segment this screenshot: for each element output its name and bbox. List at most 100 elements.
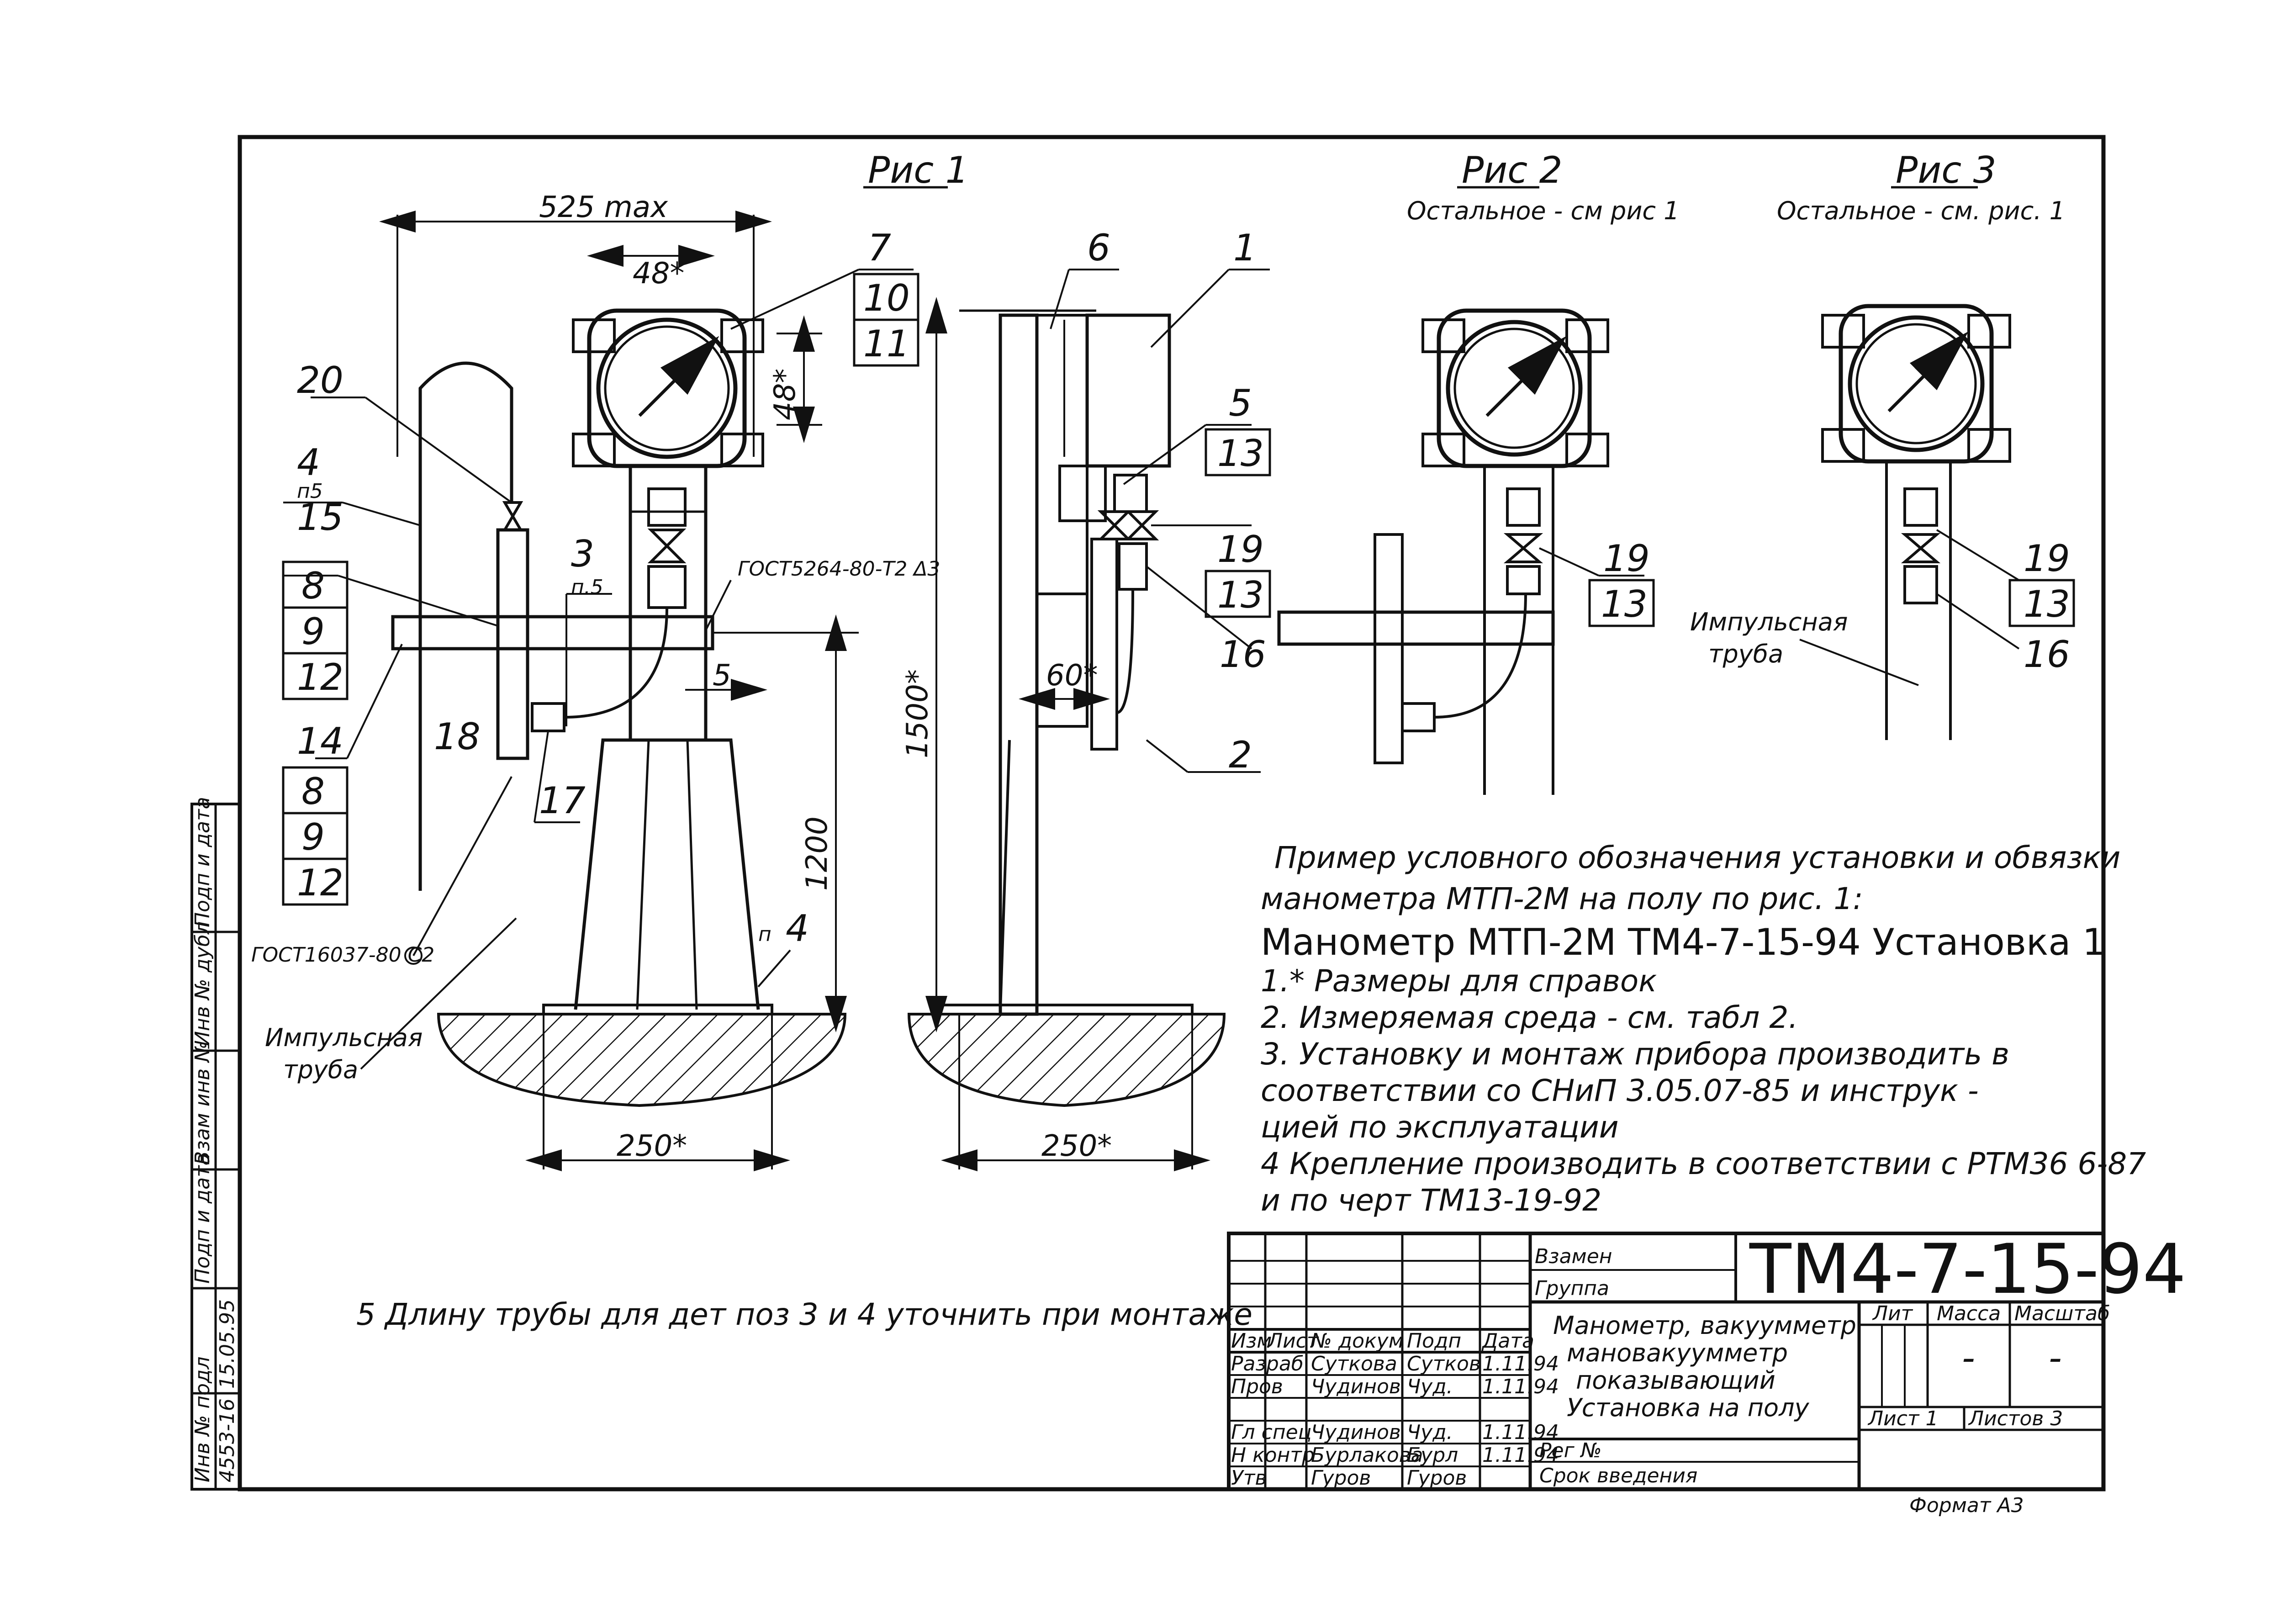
tb-name-l4: Установка на полу bbox=[1567, 1393, 1810, 1422]
note-designation: Манометр МТП-2М ТМ4-7-15-94 Установка 1 bbox=[1261, 921, 2106, 963]
fig1-impulse-label-l2: труба bbox=[283, 1055, 358, 1084]
side-stamp-inv-podl: Инв № подл bbox=[191, 1356, 214, 1482]
fig2-pos-13: 13 bbox=[1601, 583, 1648, 625]
fig1-pos-17: 17 bbox=[539, 779, 586, 822]
note-example-line1: Пример условного обозначения установки и… bbox=[1274, 840, 2120, 875]
side-pos-6: 6 bbox=[1087, 227, 1110, 269]
fig3-pos-19: 19 bbox=[2024, 537, 2070, 580]
fig1-pos-20: 20 bbox=[297, 359, 343, 402]
side-dim-60: 60* bbox=[1046, 659, 1098, 693]
tb-row-name: Чудинов bbox=[1311, 1421, 1401, 1444]
note-3-l3: цией по эксплуатации bbox=[1261, 1110, 1619, 1145]
tb-head-podp: Подп bbox=[1407, 1329, 1461, 1353]
fig1-dim-250: 250* bbox=[617, 1129, 687, 1163]
tb-list-label: Лист 1 bbox=[1867, 1407, 1938, 1430]
fig1-pos-15: 15 bbox=[297, 496, 343, 539]
tb-masshtab-val: - bbox=[2049, 1337, 2062, 1379]
side-dim-250: 250* bbox=[1041, 1129, 1112, 1163]
tb-vzamen: Взамен bbox=[1535, 1245, 1612, 1268]
fig3-impulse-l2: труба bbox=[1708, 640, 1783, 668]
tb-row-date: 1.11.94 bbox=[1482, 1444, 1559, 1467]
tb-head-data: Дата bbox=[1481, 1329, 1534, 1353]
fig1-pos-18: 18 bbox=[434, 715, 481, 758]
tb-massa-val: - bbox=[1962, 1337, 1975, 1379]
side-stamp-inv-val: 4553-16 bbox=[216, 1398, 239, 1482]
tb-name-l2: мановакуумметр bbox=[1567, 1338, 1788, 1367]
tb-row-role: Утв bbox=[1231, 1466, 1267, 1490]
note-4-l1: 4 Крепление производить в соответствии с… bbox=[1261, 1146, 2146, 1181]
note-2: 2. Измеряемая среда - см. табл 2. bbox=[1261, 1000, 1798, 1035]
side-stamp-podp-data: Подп и дата bbox=[191, 1153, 214, 1284]
figure-3: Рис 3 Остальное - см. рис. 1 bbox=[1777, 149, 2075, 740]
fig3-pos-16: 16 bbox=[2024, 633, 2070, 676]
fig1-gost-thread: ГОСТ16037-80 С2 bbox=[251, 943, 434, 967]
fig3-title: Рис 3 bbox=[1896, 149, 1997, 191]
fig1-positions: 20 4 п5 15 8 9 12 14 8 9 12 18 17 3 п.5 … bbox=[297, 227, 910, 950]
fig2-pos-19: 19 bbox=[1603, 537, 1650, 580]
tb-name-l3: показывающий bbox=[1576, 1366, 1775, 1395]
fig1-pos-10: 10 bbox=[863, 277, 910, 319]
fig3-positions: Импульсная труба 19 13 16 bbox=[1690, 537, 2070, 676]
title-block-text: ТМ4-7-15-94 Взамен Группа Манометр, ваку… bbox=[1231, 1230, 2186, 1517]
tb-row-sign: Бурл bbox=[1407, 1444, 1458, 1467]
tb-row-name: Бурлакова bbox=[1311, 1444, 1423, 1467]
fig3-subtitle: Остальное - см. рис. 1 bbox=[1777, 196, 2065, 225]
tb-name-l1: Манометр, вакуумметр bbox=[1553, 1311, 1856, 1340]
fig2-title: Рис 2 bbox=[1462, 149, 1563, 191]
side-pos-13b: 13 bbox=[1217, 574, 1264, 616]
fig1-pos-11: 11 bbox=[863, 323, 910, 365]
fig1-pos-7: 7 bbox=[868, 227, 891, 269]
tb-listov-label: Листов 3 bbox=[1968, 1407, 2063, 1430]
side-stamp: Подп и дата Инв № дубл Взам инв № Подп и… bbox=[190, 797, 241, 1491]
fig2-positions: 19 13 bbox=[1601, 537, 1650, 625]
fig3-impulse-l1: Импульсная bbox=[1690, 608, 1848, 636]
note-5: 5 Длину трубы для дет поз 3 и 4 уточнить… bbox=[356, 1297, 1252, 1332]
side-pos-1: 1 bbox=[1233, 227, 1257, 269]
fig1-dim-5: 5 bbox=[713, 659, 731, 693]
side-pos-13a: 13 bbox=[1217, 432, 1264, 475]
title-block bbox=[1227, 1232, 2105, 1491]
tb-masshtab: Масштаб bbox=[2014, 1302, 2110, 1325]
tb-reg: Рег № bbox=[1539, 1439, 1601, 1462]
fig1-pos-4: 4 bbox=[297, 441, 320, 484]
fig1-pos-4sub: п5 bbox=[297, 480, 323, 503]
tb-row-name: Гуров bbox=[1311, 1466, 1371, 1490]
tb-row-role: Пров bbox=[1231, 1375, 1283, 1398]
tb-head-doc: № докум bbox=[1310, 1329, 1404, 1353]
tb-row-sign: Чуд. bbox=[1407, 1375, 1453, 1398]
side-pos-19: 19 bbox=[1217, 528, 1264, 571]
tb-srok: Срок введения bbox=[1539, 1464, 1697, 1487]
tb-row-sign: Гуров bbox=[1407, 1466, 1467, 1490]
fig1-dim-48-top: 48* bbox=[633, 257, 684, 291]
side-pos-2: 2 bbox=[1229, 734, 1252, 776]
figure-1: Рис 1 525 max 48* 48* bbox=[251, 149, 969, 1171]
tb-massa: Масса bbox=[1937, 1302, 2001, 1325]
tb-head-list: Лист bbox=[1267, 1329, 1319, 1353]
note-1: 1.* Размеры для справок bbox=[1261, 963, 1657, 999]
tb-head-izm: Изм bbox=[1231, 1329, 1272, 1353]
tb-code: ТМ4-7-15-94 bbox=[1749, 1230, 2186, 1309]
fig3-pos-13: 13 bbox=[2024, 583, 2070, 625]
tb-lit: Лит bbox=[1872, 1302, 1913, 1325]
tb-row-name: Суткова bbox=[1311, 1352, 1397, 1375]
fig1-title: Рис 1 bbox=[868, 149, 969, 191]
fig1-dim-1200: 1200 bbox=[800, 816, 834, 891]
tb-row-sign: Чуд. bbox=[1407, 1421, 1453, 1444]
tb-row-role: Гл спец bbox=[1231, 1421, 1312, 1444]
fig2-subtitle: Остальное - см рис 1 bbox=[1407, 196, 1680, 225]
tb-row-name: Чудинов bbox=[1311, 1375, 1401, 1398]
side-pos-5: 5 bbox=[1229, 382, 1252, 424]
fig1-pos-4b: 4 bbox=[786, 907, 809, 950]
tb-row-role: Н контр bbox=[1231, 1444, 1315, 1467]
figure-1-side: 1500* 60* 250* bbox=[901, 269, 1271, 1171]
fig1-pos-8b: 8 bbox=[301, 770, 325, 813]
fig1-pos-8a: 8 bbox=[301, 565, 325, 607]
note-3-l1: 3. Установку и монтаж прибора производит… bbox=[1261, 1037, 2009, 1072]
fig1-pos-14: 14 bbox=[297, 720, 343, 762]
fig1-pos-3sub: п.5 bbox=[571, 576, 603, 599]
tb-gruppa: Группа bbox=[1535, 1277, 1609, 1300]
note-example-line2: манометра МТП-2М на полу по рис. 1: bbox=[1261, 881, 1863, 916]
tb-row-sign: Сутков bbox=[1407, 1352, 1481, 1375]
fig1-pos-4bsub: п bbox=[758, 923, 771, 946]
